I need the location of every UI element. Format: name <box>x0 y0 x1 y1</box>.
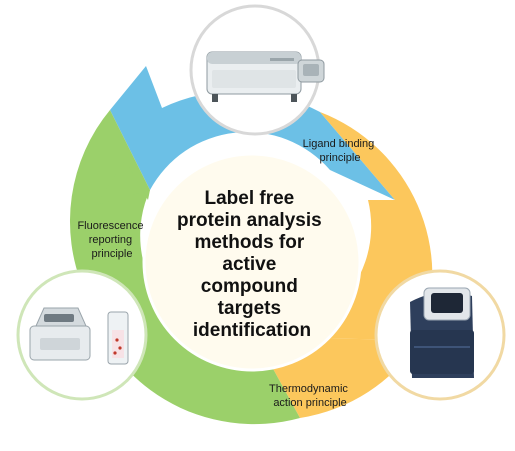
fluorescence-label: Fluorescence reporting principle <box>77 220 146 260</box>
center-title-line: compound <box>201 276 298 297</box>
ligand-binding-label: Ligand binding principle <box>303 138 378 164</box>
center-title: Label free protein analysis methods for … <box>177 188 327 341</box>
thermal-cycler-instrument-icon <box>374 269 506 401</box>
center-title-line: protein analysis <box>177 210 322 231</box>
center-title-line: Label free <box>204 188 294 209</box>
center-title-line: identification <box>193 320 311 341</box>
center-circle <box>142 152 362 372</box>
center-title-line: targets <box>218 298 281 319</box>
center-title-line: active <box>222 254 276 275</box>
fluorescence-analyzer-instrument-icon <box>16 269 148 401</box>
fluorescence-arrow-head <box>96 160 150 205</box>
thermodynamic-label: Thermodynamic action principle <box>269 383 351 409</box>
center-title-line: methods for <box>194 232 304 253</box>
spectrometer-instrument-icon <box>189 4 325 136</box>
thermodynamic-segment <box>298 112 433 340</box>
